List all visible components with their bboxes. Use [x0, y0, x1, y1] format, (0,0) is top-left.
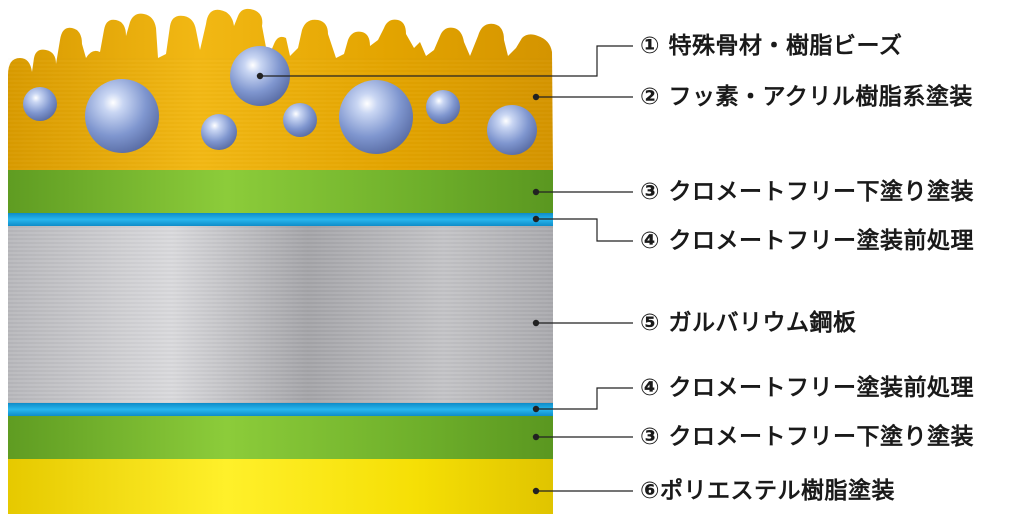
leader-pretreat-top — [536, 218, 633, 242]
bead — [85, 79, 159, 153]
leader-beads — [260, 45, 633, 77]
label-back-coat: ⑥ポリエステル樹脂塗装 — [640, 478, 895, 504]
leader-lines — [260, 45, 633, 492]
bead — [339, 80, 413, 154]
pretreat-top-layer — [8, 213, 553, 226]
label-beads: ① 特殊骨材・樹脂ビーズ — [640, 33, 903, 59]
label-top-coat: ② フッ素・アクリル樹脂系塗装 — [640, 84, 973, 110]
bead — [23, 87, 57, 121]
label-pretreat-top: ④ クロメートフリー塗装前処理 — [640, 228, 974, 254]
back-coat-layer — [8, 459, 553, 514]
leader-dots — [256, 72, 540, 495]
bead — [201, 114, 237, 150]
undercoat-bottom-layer — [8, 416, 553, 459]
bead — [487, 105, 537, 155]
bead — [426, 90, 460, 124]
label-undercoat-bottom: ③ クロメートフリー下塗り塗装 — [640, 424, 974, 450]
bead — [283, 103, 317, 137]
undercoat-top-layer — [8, 170, 553, 213]
leader-pretreat-bottom — [536, 387, 633, 410]
pretreat-bottom-layer — [8, 403, 553, 416]
label-pretreat-bottom: ④ クロメートフリー塗装前処理 — [640, 375, 974, 401]
label-undercoat-top: ③ クロメートフリー下塗り塗装 — [640, 179, 974, 205]
label-steel: ⑤ ガルバリウム鋼板 — [640, 310, 857, 336]
